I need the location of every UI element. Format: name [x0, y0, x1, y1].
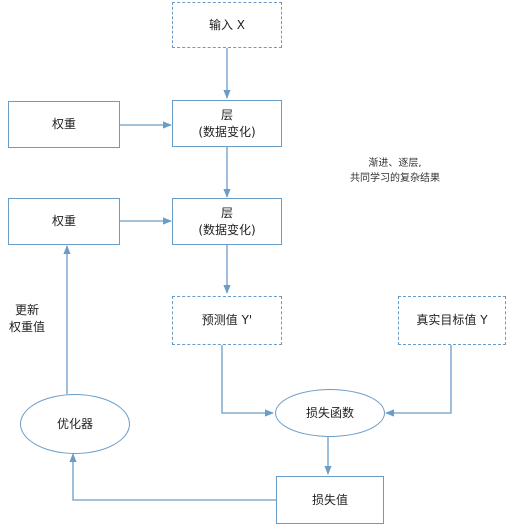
- learning-note: 渐进、逐层, 共同学习的复杂结果: [335, 156, 455, 186]
- input-x-node: 输入 X: [172, 2, 282, 48]
- arrow-target-to-loss: [385, 345, 452, 417]
- arrow-prediction-to-loss: [221, 345, 274, 417]
- input-x-label: 输入 X: [208, 17, 246, 32]
- true-target-node: 真实目标值 Y: [398, 296, 506, 345]
- loss-value-label: 损失值: [311, 492, 348, 507]
- layer-title: 层: [220, 205, 233, 220]
- optimizer-node: 优化器: [20, 394, 130, 454]
- weights-node-1: 权重: [8, 101, 120, 148]
- true-target-label: 真实目标值 Y: [416, 313, 488, 327]
- note-line-1: 渐进、逐层,: [368, 158, 422, 169]
- optimizer-label: 优化器: [56, 416, 93, 431]
- weights-label: 权重: [51, 214, 76, 228]
- layer-node-2: 层 (数据变化): [172, 198, 282, 245]
- layer-subtitle: (数据变化): [198, 222, 256, 237]
- layer-node-1: 层 (数据变化): [172, 100, 282, 147]
- update-weights-label: 更新 权重值: [2, 302, 52, 336]
- arrow-lossvalue-to-optimizer: [69, 453, 276, 501]
- loss-function-label: 损失函数: [305, 405, 354, 420]
- note-line-2: 共同学习的复杂结果: [350, 173, 440, 184]
- layer-subtitle: (数据变化): [198, 124, 256, 139]
- prediction-node: 预测值 Y': [172, 296, 282, 345]
- weights-node-2: 权重: [8, 198, 120, 245]
- prediction-label: 预测值 Y': [201, 313, 253, 327]
- loss-function-node: 损失函数: [275, 389, 385, 437]
- weights-label: 权重: [51, 117, 76, 131]
- layer-title: 层: [220, 107, 233, 122]
- update-line-1: 更新: [14, 303, 39, 317]
- loss-value-node: 损失值: [276, 476, 384, 524]
- update-line-2: 权重值: [8, 320, 45, 334]
